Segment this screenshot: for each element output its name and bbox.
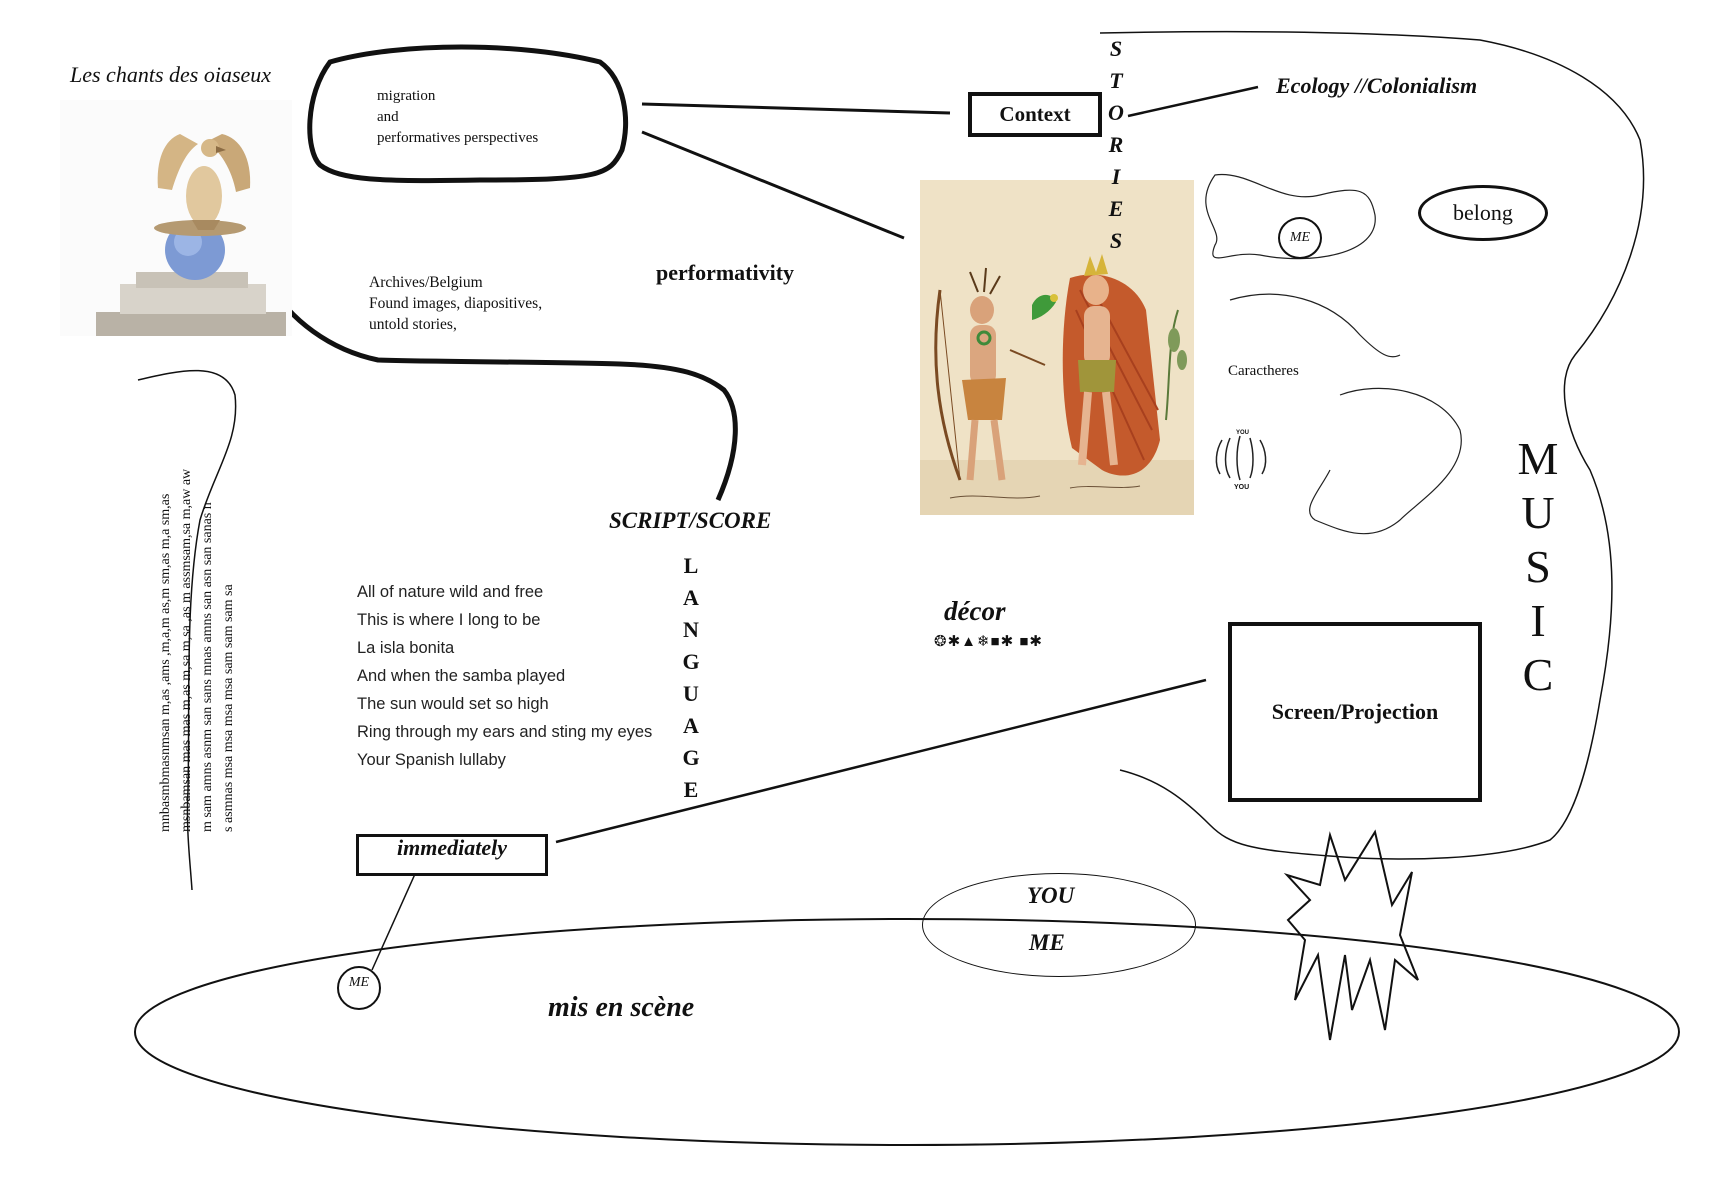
- language-letter: G: [682, 649, 700, 674]
- caractheres-label: Caractheres: [1228, 363, 1299, 379]
- eagle-statue-drawing: [60, 100, 292, 336]
- song-line: The sun would set so high: [357, 695, 549, 713]
- burst-star: [1283, 829, 1419, 1041]
- music-vertical: M U S I C: [1513, 432, 1563, 702]
- belong-ellipse: belong: [1418, 185, 1548, 241]
- eagle-statue-image: [60, 100, 292, 336]
- music-outline: [1099, 30, 1645, 860]
- mis-en-scene-label: mis en scène: [548, 992, 695, 1023]
- birds-title: Les chants des oiaseux: [70, 62, 272, 87]
- belong-label: belong: [1453, 200, 1513, 225]
- you-me-ellipse: [922, 873, 1196, 977]
- script-score-label: SCRIPT/SCORE: [609, 508, 772, 533]
- migration-line-3: performatives perspectives: [377, 130, 539, 146]
- performativity-label: performativity: [656, 260, 795, 285]
- vertical-text-column-4: s asmnas msa msa msa msa sam sam sam sa: [221, 584, 236, 832]
- archives-line-2: Found images, diapositives,: [369, 295, 543, 312]
- music-letter: I: [1530, 595, 1546, 646]
- you-glyph: YOU YOU: [1210, 430, 1274, 492]
- connector-migration-image: [641, 130, 905, 240]
- screen-projection-label: Screen/Projection: [1271, 699, 1439, 724]
- vertical-text-column-3: m sam amns asnm san sans mnas amns san a…: [200, 502, 215, 832]
- stories-letter: E: [1108, 196, 1124, 221]
- vertical-text-column-2: msnbamsan mas mas m,as m,sa m,sa ,as m a…: [179, 468, 194, 832]
- song-lyrics: All of nature wild and free This is wher…: [357, 578, 655, 774]
- connector-context-ecology: [1127, 85, 1259, 118]
- song-line: Your Spanish lullaby: [357, 751, 506, 769]
- me-small-circle-bottom: ME: [337, 966, 381, 1010]
- migration-line-2: and: [377, 109, 399, 125]
- me-small-label-top: ME: [1289, 230, 1311, 245]
- immediately-box: immediately: [356, 834, 548, 876]
- vertical-text-column-1: mnbasmbmasnmsan m,as ,ams ,m,a,m as,m sm…: [158, 493, 173, 832]
- context-box: Context: [968, 92, 1102, 137]
- archives-text: Archives/Belgium Found images, diapositi…: [369, 272, 542, 335]
- music-letter: U: [1521, 487, 1555, 538]
- connector-immediately-screen: [555, 678, 1207, 844]
- stories-letter: T: [1109, 68, 1123, 93]
- migration-blob-outline: [307, 44, 629, 184]
- you-glyph-drawing: [1215, 435, 1267, 481]
- you-glyph-top-label: YOU: [1236, 430, 1250, 436]
- stage-ellipse: [134, 918, 1680, 1146]
- language-letter: A: [683, 585, 699, 610]
- stories-letter: R: [1108, 132, 1124, 157]
- music-letter: M: [1517, 433, 1559, 484]
- colonial-painting-drawing: [920, 180, 1194, 515]
- immediately-label: immediately: [397, 835, 507, 860]
- connector-migration-context: [641, 102, 951, 115]
- language-letter: L: [683, 553, 699, 578]
- migration-line-1: migration: [377, 88, 436, 104]
- stories-letter: S: [1109, 36, 1123, 61]
- archives-line-1: Archives/Belgium: [369, 274, 483, 291]
- song-line: Ring through my ears and sting my eyes: [357, 723, 653, 741]
- decor-symbols: ❂✱▲❄■✱ ■✱: [934, 633, 1043, 650]
- song-line: This is where I long to be: [357, 611, 541, 629]
- stories-letter: I: [1111, 164, 1121, 189]
- vertical-text-loop: [137, 369, 237, 891]
- context-label: Context: [999, 102, 1071, 126]
- archives-line-3: untold stories,: [369, 316, 457, 333]
- music-letter: S: [1525, 541, 1551, 592]
- migration-text: migration and performatives perspectives: [377, 86, 538, 149]
- ecology-label: Ecology //Colonialism: [1276, 73, 1478, 98]
- music-letter: C: [1522, 649, 1554, 700]
- language-letter: A: [683, 713, 699, 738]
- caractheres-contour-lower: [1309, 387, 1462, 535]
- decor-label: décor: [944, 596, 1006, 626]
- song-line: And when the samba played: [357, 667, 566, 685]
- connector-immediately-me: [371, 873, 416, 971]
- language-letter: E: [683, 777, 699, 802]
- song-line: All of nature wild and free: [357, 583, 544, 601]
- language-vertical: L A N G U A G E: [678, 550, 704, 806]
- caractheres-contour: [1205, 173, 1376, 260]
- stories-letter: S: [1109, 228, 1123, 253]
- me-small-circle-top: ME: [1278, 217, 1322, 259]
- you-glyph-bottom-label: YOU: [1234, 484, 1250, 491]
- script-path-line: [257, 211, 738, 502]
- stories-vertical: S T O R I E S: [1104, 33, 1128, 257]
- colonial-painting-image: [920, 180, 1194, 515]
- me-small-label-bottom: ME: [348, 975, 370, 990]
- me-label: ME: [1029, 930, 1065, 955]
- language-letter: G: [682, 745, 700, 770]
- language-letter: U: [683, 681, 699, 706]
- caractheres-contour-line: [1229, 293, 1401, 358]
- screen-projection-box: Screen/Projection: [1228, 622, 1482, 802]
- you-label: YOU: [1027, 883, 1075, 908]
- song-line: La isla bonita: [357, 639, 455, 657]
- stories-letter: O: [1108, 100, 1124, 125]
- language-letter: N: [683, 617, 699, 642]
